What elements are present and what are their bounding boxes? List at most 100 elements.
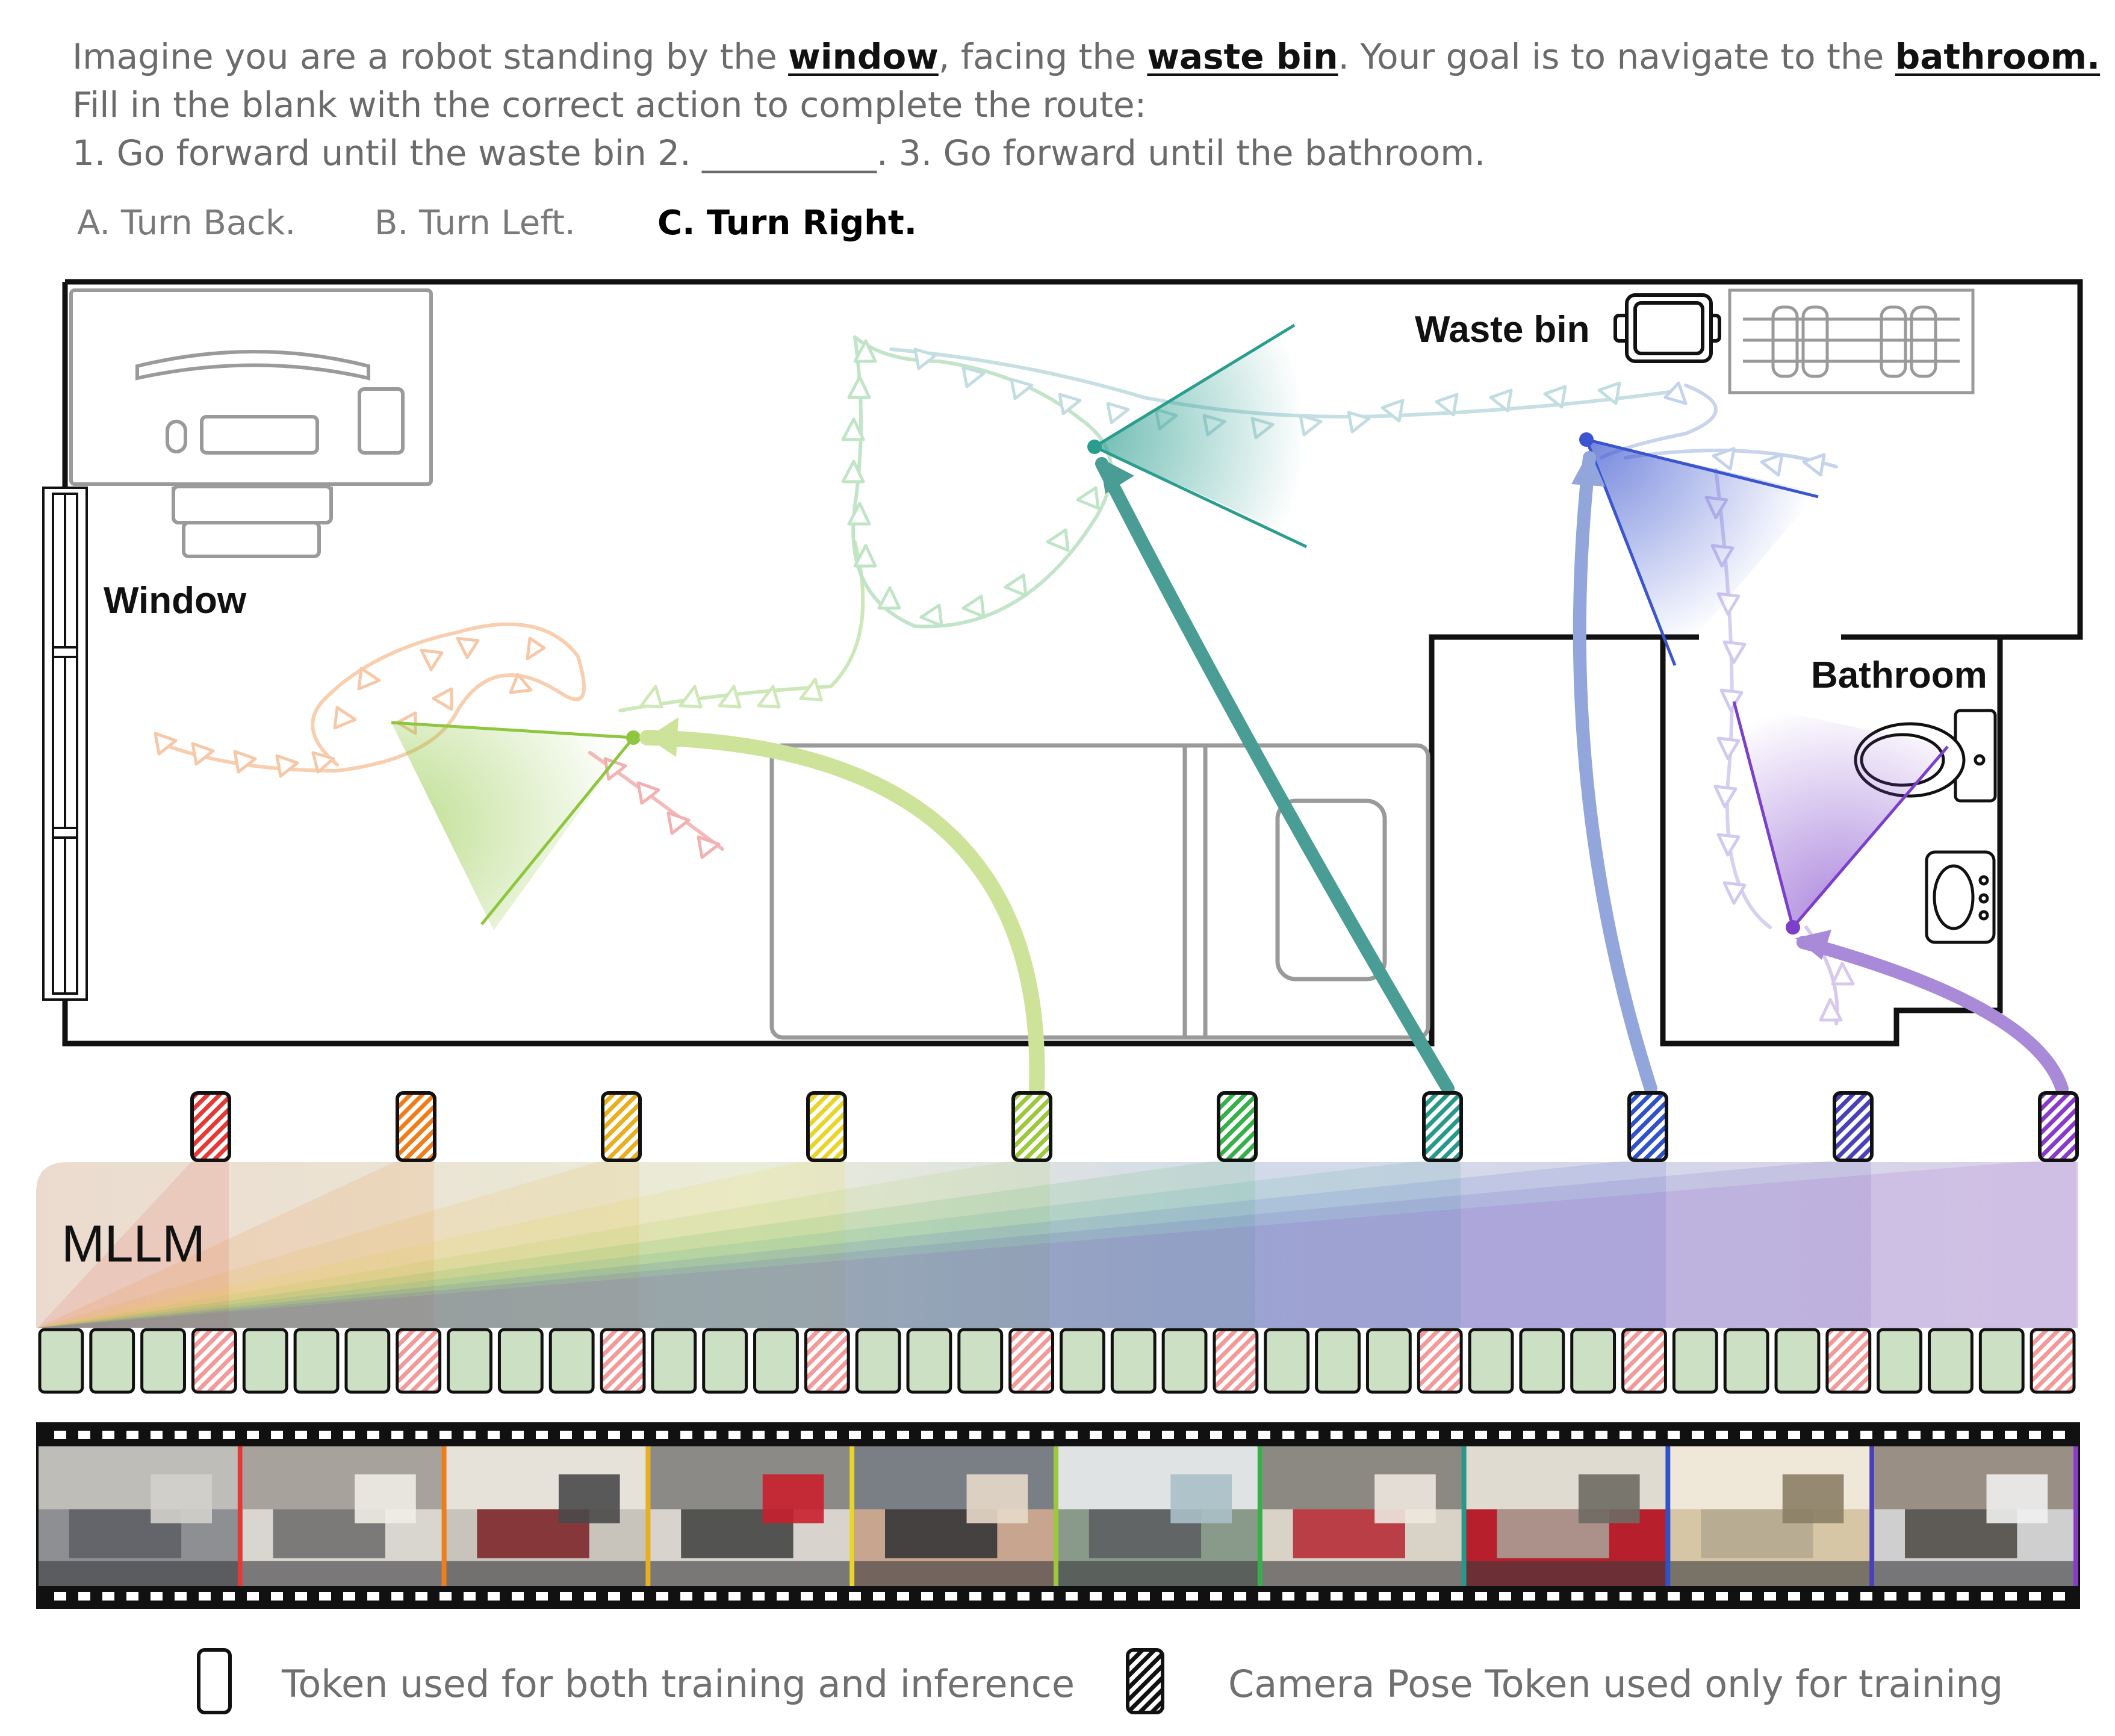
perforation: [2029, 1431, 2041, 1439]
video-frame: [242, 1446, 447, 1586]
pose-token: [1422, 1091, 1463, 1162]
perforation: [1282, 1592, 1294, 1601]
pose-triangles-green: [841, 339, 1100, 627]
perforation: [175, 1592, 187, 1601]
perforation: [2005, 1592, 2017, 1601]
input-token: [548, 1328, 595, 1394]
perforation: [1210, 1431, 1222, 1439]
pose-token-row: [190, 1091, 2079, 1162]
perforation: [1258, 1592, 1270, 1601]
input-token: [242, 1328, 288, 1394]
perforation: [825, 1431, 837, 1439]
perforation: [1331, 1592, 1343, 1601]
perforation: [680, 1592, 692, 1601]
window-keyword: window: [788, 36, 939, 77]
perforation: [295, 1592, 307, 1601]
trajectory-green: [851, 335, 1113, 629]
perforation: [1331, 1431, 1343, 1439]
perforation: [945, 1431, 957, 1439]
perforation: [849, 1431, 861, 1439]
perforation: [151, 1592, 163, 1601]
question-prefix: Imagine you are a robot standing by the: [72, 36, 789, 77]
pose-triangles-lightgreen: [639, 677, 823, 709]
perforation: [199, 1592, 211, 1601]
perforation: [1138, 1431, 1150, 1439]
input-token: [1264, 1328, 1310, 1394]
perforation: [1499, 1592, 1511, 1601]
bathroom-wall: [1660, 637, 2003, 1047]
perforation: [1282, 1431, 1294, 1439]
pose-token: [1011, 1091, 1052, 1162]
trajectory-lightgreen: [618, 540, 865, 712]
perforation: [1764, 1592, 1776, 1601]
input-pose-token: [600, 1328, 646, 1394]
perforation: [1836, 1431, 1848, 1439]
attention-rays: [37, 1160, 2076, 1328]
perforation: [1571, 1431, 1583, 1439]
question-mid2: . Your goal is to navigate to the: [1338, 36, 1895, 77]
frame-color-bar: [2073, 1446, 2078, 1586]
shoe-rack-icon: [1728, 288, 1975, 394]
input-token: [1060, 1328, 1105, 1394]
perforation: [1812, 1592, 1824, 1601]
perforation: [656, 1431, 668, 1439]
option-c: C. Turn Right.: [657, 204, 918, 243]
attention-ray: [37, 1160, 1050, 1328]
frame-color-bar: [645, 1446, 651, 1586]
perforation: [753, 1592, 765, 1601]
perforation: [1017, 1431, 1030, 1439]
perforation: [1571, 1592, 1583, 1601]
video-frame: [1466, 1446, 1671, 1586]
input-token: [1877, 1328, 1923, 1394]
perforation: [1306, 1592, 1318, 1601]
perforation: [2053, 1592, 2065, 1601]
perforation: [151, 1431, 163, 1439]
arrow-teal: [1095, 457, 1455, 1095]
frame-color-bar: [1461, 1446, 1467, 1586]
perforation: [993, 1431, 1005, 1439]
perforation: [1836, 1592, 1848, 1601]
waste-bin-label: Waste bin: [1415, 309, 1590, 350]
perforation: [1644, 1592, 1656, 1601]
mllm-block: MLLM: [36, 1160, 2078, 1328]
perforation: [753, 1431, 765, 1439]
perforation: [1017, 1592, 1030, 1601]
perforation: [1595, 1431, 1607, 1439]
perforation: [126, 1592, 138, 1601]
perforation: [1427, 1431, 1439, 1439]
perforation: [1981, 1431, 1993, 1439]
pose-triangles-orange: [154, 636, 546, 778]
frame-color-bar: [1257, 1446, 1262, 1586]
video-filmstrip: [36, 1422, 2080, 1609]
fov-purple: [1732, 701, 1949, 935]
question-line-3: 1. Go forward until the waste bin 2. ___…: [72, 132, 1486, 173]
perforation: [704, 1431, 716, 1439]
bathroom-label: Bathroom: [1811, 655, 1987, 696]
perforation: [680, 1431, 692, 1439]
perforation: [1379, 1592, 1391, 1601]
perforation: [1812, 1431, 1824, 1439]
outer-wall: [65, 279, 2083, 640]
perforation: [1860, 1431, 1872, 1439]
perforation: [1644, 1431, 1656, 1439]
perforation: [560, 1592, 572, 1601]
video-frame: [650, 1446, 855, 1586]
input-token: [1468, 1328, 1514, 1394]
perforation: [1258, 1431, 1270, 1439]
perforation: [1042, 1431, 1054, 1439]
perforation: [1668, 1431, 1680, 1439]
legend-normal-text: Token used for both training and inferen…: [282, 1662, 1075, 1706]
attention-ray: [37, 1160, 1461, 1328]
perforation: [1716, 1431, 1728, 1439]
perforation: [945, 1592, 957, 1601]
perforation: [1186, 1431, 1198, 1439]
perforation: [1066, 1431, 1078, 1439]
perforation: [343, 1592, 355, 1601]
perforation: [126, 1431, 138, 1439]
perforation: [391, 1592, 403, 1601]
frame-color-bar: [441, 1446, 447, 1586]
perforation: [801, 1431, 813, 1439]
film-perforations: [54, 1431, 2065, 1601]
perforation: [1788, 1431, 1800, 1439]
